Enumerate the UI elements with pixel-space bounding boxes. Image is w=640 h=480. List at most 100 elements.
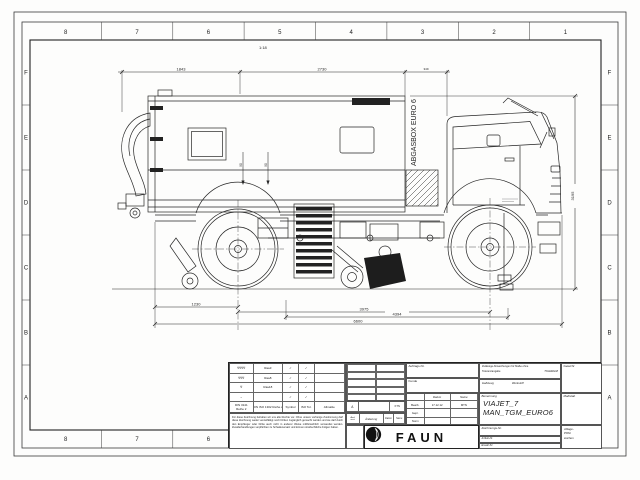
- kunde-label: Kunde: [408, 378, 418, 383]
- grid-row: A: [607, 396, 611, 402]
- bearb-label: Bearb.: [407, 401, 425, 410]
- dim-drop-right: 90: [264, 163, 268, 167]
- surface-grade: ∇: [230, 383, 254, 393]
- grid-row: A: [24, 396, 28, 402]
- grid-row: C: [607, 266, 612, 272]
- surface-ra: Ra≤3: [253, 364, 284, 374]
- surface-footer-iso: DIN ISO 1302 Reihe 2: [254, 402, 284, 412]
- gewicht-cell: Gewicht: [561, 363, 602, 393]
- footer-reihe: Reihe 2: [236, 407, 247, 411]
- revision-zust-label: Änd. zust.: [347, 414, 360, 424]
- material-cell: Halbzeug Werkstoff: [479, 379, 561, 393]
- approval-datum-label: Datum: [424, 394, 451, 401]
- zeichnungsnr-label: Zeichnungs-Nr.: [481, 425, 502, 430]
- dim-height: 3195: [570, 191, 575, 201]
- empty-cell: [376, 371, 405, 380]
- tolerance-line2: Toleranzangabe: [482, 369, 501, 373]
- scale-note: 1:18: [259, 45, 268, 50]
- dim-length-mid: 4394: [393, 312, 403, 317]
- abgasbox-label: ABGASBOX EURO 6: [411, 99, 418, 166]
- massstab-cell: Maßstab: [561, 393, 602, 425]
- wiper-icon: [539, 131, 548, 149]
- rear-wheel: [192, 181, 284, 330]
- legal-notice: Für diese Zeichnung behalten wir uns all…: [229, 413, 346, 449]
- revision-row: A KTN: [346, 401, 406, 413]
- dim-wheelbase: 3975: [360, 307, 370, 312]
- abgasbox: [405, 169, 439, 207]
- grid-col: 2: [492, 30, 496, 36]
- surface-check: ✓: [283, 392, 299, 402]
- grid-row: B: [24, 331, 28, 337]
- grid-col: 7: [135, 30, 139, 36]
- tolerance-cell: Zulässige Abweichungen für Maße ohne Tol…: [479, 363, 561, 379]
- hopper-body: [147, 89, 406, 213]
- surface-footer-symbol: Symbol: [283, 402, 299, 412]
- auftrag-cell: Auftrags-Nr.: [406, 363, 479, 378]
- tolerance-value: TOLERANZ: [544, 369, 558, 373]
- gewicht-label: Gewicht: [563, 363, 575, 368]
- surface-empty: [314, 364, 345, 374]
- title-block: ∇∇∇∇ Ra≤3 ✓ ✓ ∇∇∇ Ra≤8 ✓ ✓ ∇ Ra≤18 ✓ ✓ ~…: [228, 362, 602, 449]
- empty-cell: [347, 394, 376, 400]
- surface-check: ✓: [283, 383, 299, 393]
- kunde-cell: Kunde: [406, 378, 479, 393]
- chassis-frame: [112, 214, 578, 290]
- surface-check: ✓: [283, 373, 299, 383]
- grid-col: 4: [350, 30, 354, 36]
- revision-name-label: Name: [394, 414, 405, 424]
- door-handle: [504, 157, 515, 162]
- dimension-labels: 1843 2730 349 3195 90 90 1230 3975 4394 …: [177, 67, 575, 324]
- footer-din: DIN 3141: [234, 403, 248, 407]
- surface-grade: ∇∇∇∇: [230, 364, 254, 374]
- gepr-datum: [424, 409, 451, 418]
- tolerance-line1: Zulässige Abweichungen für Maße ohne: [482, 365, 529, 368]
- grid-col: 6: [207, 30, 211, 36]
- revision-grid: [346, 363, 406, 401]
- zust-line2: zust.: [350, 418, 356, 421]
- revision-index: A: [347, 402, 359, 412]
- mirror-icon: [486, 134, 501, 147]
- ablage-line3: zeichen: [564, 435, 574, 440]
- empty-cell: [376, 394, 405, 400]
- empty-cell: [346, 425, 364, 449]
- massstab-label: Maßstab: [563, 393, 576, 398]
- surface-check: ✓: [298, 364, 315, 374]
- ablage-line1: Ablage-: [564, 427, 574, 431]
- grid-row: F: [24, 71, 28, 77]
- surface-footer-isotol: ISO Tol.: [299, 402, 315, 412]
- surface-check: ✓: [298, 383, 315, 393]
- empty-cell: [347, 364, 376, 372]
- grid-col: 8: [64, 30, 68, 36]
- dim-top-left: 1843: [177, 67, 187, 72]
- dim-top-right: 2730: [318, 67, 328, 72]
- headlight-icon: [550, 165, 561, 173]
- benennung-cell: Benennung VIAJET_7 MAN_TGM_EURO6: [479, 393, 561, 425]
- surface-empty: [314, 392, 345, 402]
- grid-row: B: [607, 331, 611, 337]
- norm-datum: [425, 417, 451, 424]
- faun-wordmark: FAUN: [395, 429, 448, 445]
- grid-references: 8 7 6 5 4 3 2 1 8 7 6 F E D C B A F E D …: [24, 30, 613, 443]
- gepr-name: [450, 409, 478, 418]
- ersatz-cell: Ersatz für: [479, 443, 561, 449]
- surface-footer-allmasse: Allmaße: [315, 402, 345, 412]
- surface-grade: ∇∇∇: [230, 373, 254, 383]
- rear-suction-hose: [117, 112, 151, 219]
- ersatz-label: Ersatz für: [481, 443, 493, 447]
- empty-cell: [347, 379, 376, 387]
- cab: [446, 97, 562, 291]
- product-name: VIAJET_7: [483, 399, 519, 408]
- surface-finish-table: ∇∇∇∇ Ra≤3 ✓ ✓ ∇∇∇ Ra≤8 ✓ ✓ ∇ Ra≤18 ✓ ✓ ~…: [229, 363, 346, 413]
- approval-name-label: Name: [450, 394, 478, 401]
- dim-drop-left: 90: [239, 163, 243, 167]
- surface-empty: [314, 373, 345, 383]
- surface-ra: Ra≤8: [253, 373, 284, 383]
- surface-ra: Ra≤18: [253, 383, 284, 393]
- surface-check: ✓: [283, 364, 299, 374]
- grid-row: E: [607, 136, 611, 142]
- bearb-name: MTN: [450, 401, 478, 410]
- dim-rear-overhang: 1230: [192, 302, 202, 307]
- revision-header: Änd. zust. Änderung Datum Name: [346, 413, 406, 425]
